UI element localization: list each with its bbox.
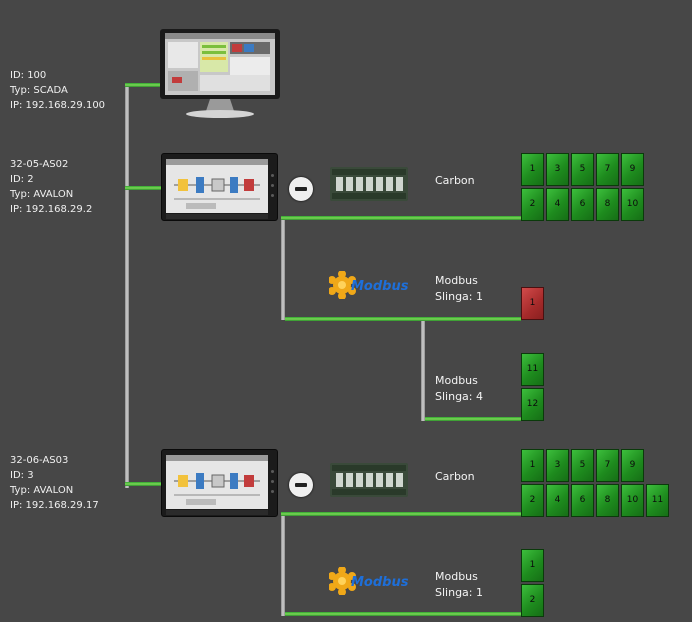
as03-modbus1-modbus-logo-icon: Modbus	[328, 566, 413, 596]
as02-modbus1-loop: Slinga: 1	[435, 290, 483, 303]
as03-modbus1-title: Modbus	[435, 570, 478, 583]
as02-modbus4-tile-12[interactable]: 12	[521, 388, 544, 421]
main-trunk-line	[125, 86, 129, 488]
as03-carbon-bus	[281, 512, 521, 516]
as03-carbon-tile-10[interactable]: 10	[621, 484, 644, 517]
as02-carbon-tile-10[interactable]: 10	[621, 188, 644, 221]
as02-modbus4-bus	[425, 417, 521, 421]
as02-carbon-io-module-icon[interactable]	[330, 165, 408, 203]
as03-branch-line	[281, 514, 285, 616]
as03-type: Typ: AVALON	[10, 485, 74, 496]
as02-carbon-tile-2[interactable]: 2	[521, 188, 544, 221]
as02-type: Typ: AVALON	[10, 189, 74, 200]
as02-carbon-tile-8[interactable]: 8	[596, 188, 619, 221]
as02-modbus4-tile-11[interactable]: 11	[521, 353, 544, 386]
as02-carbon-bus	[281, 216, 521, 220]
as02-branch-line	[281, 218, 285, 320]
as02-ip: IP: 192.168.29.2	[10, 204, 93, 215]
as02-modbus1-tile-1[interactable]: 1	[521, 287, 544, 320]
as03-modbus1-tile-1[interactable]: 1	[521, 549, 544, 582]
as02-link	[125, 186, 161, 190]
as02-modbus1-label: Modbus Slinga: 1	[435, 273, 483, 305]
as02-modbus1-title: Modbus	[435, 274, 478, 287]
as02-modbus4-title: Modbus	[435, 374, 478, 387]
as03-ip: IP: 192.168.29.17	[10, 500, 99, 511]
as03-name: 32-06-AS03	[10, 455, 69, 466]
as02-modbus1-modbus-logo-icon: Modbus	[328, 270, 413, 300]
as03-carbon-tile-8[interactable]: 8	[596, 484, 619, 517]
as02-carbon-tile-6[interactable]: 6	[571, 188, 594, 221]
as03-carbon-tile-5[interactable]: 5	[571, 449, 594, 482]
as02-hmi-panel-icon[interactable]	[161, 153, 278, 221]
as03-modbus1-bus	[285, 612, 521, 616]
as02-info: 32-05-AS02 ID: 2 Typ: AVALON IP: 192.168…	[10, 157, 92, 217]
scada-type: Typ: SCADA	[10, 85, 68, 96]
as03-disconnect-minus-circle-icon[interactable]	[289, 473, 313, 497]
as03-carbon-label: Carbon	[435, 470, 475, 483]
as02-modbus4-loop: Slinga: 4	[435, 390, 483, 403]
as02-carbon-tile-9[interactable]: 9	[621, 153, 644, 186]
as02-carbon-tile-1[interactable]: 1	[521, 153, 544, 186]
as03-info: 32-06-AS03 ID: 3 Typ: AVALON IP: 192.168…	[10, 453, 99, 513]
as03-link	[125, 482, 161, 486]
as03-modbus1-label: Modbus Slinga: 1	[435, 569, 483, 601]
scada-id: ID: 100	[10, 70, 47, 81]
as02-modbus1-logo-text: Modbus	[351, 279, 409, 294]
as02-carbon-tile-7[interactable]: 7	[596, 153, 619, 186]
as03-carbon-tile-11[interactable]: 11	[646, 484, 669, 517]
as02-id: ID: 2	[10, 174, 34, 185]
as03-carbon-tile-3[interactable]: 3	[546, 449, 569, 482]
as03-modbus1-tile-2[interactable]: 2	[521, 584, 544, 617]
as02-modbus-branch-line	[421, 320, 425, 421]
scada-info: ID: 100 Typ: SCADA IP: 192.168.29.100	[10, 68, 105, 113]
as03-modbus1-logo-text: Modbus	[351, 575, 409, 590]
as03-carbon-tile-6[interactable]: 6	[571, 484, 594, 517]
as03-carbon-tile-1[interactable]: 1	[521, 449, 544, 482]
as02-disconnect-minus-circle-icon[interactable]	[289, 177, 313, 201]
as02-carbon-label: Carbon	[435, 174, 475, 187]
as02-modbus1-bus	[285, 317, 521, 321]
as02-modbus4-label: Modbus Slinga: 4	[435, 373, 483, 405]
as03-modbus1-loop: Slinga: 1	[435, 586, 483, 599]
as03-carbon-tile-2[interactable]: 2	[521, 484, 544, 517]
as02-name: 32-05-AS02	[10, 159, 69, 170]
as03-carbon-tile-9[interactable]: 9	[621, 449, 644, 482]
scada-link	[125, 83, 161, 87]
as02-carbon-tile-3[interactable]: 3	[546, 153, 569, 186]
as03-hmi-panel-icon[interactable]	[161, 449, 278, 517]
as03-carbon-io-module-icon[interactable]	[330, 461, 408, 499]
as03-carbon-tile-7[interactable]: 7	[596, 449, 619, 482]
as03-carbon-tile-4[interactable]: 4	[546, 484, 569, 517]
as02-carbon-tile-4[interactable]: 4	[546, 188, 569, 221]
scada-ip: IP: 192.168.29.100	[10, 100, 106, 111]
as02-carbon-tile-5[interactable]: 5	[571, 153, 594, 186]
as03-id: ID: 3	[10, 470, 34, 481]
scada-monitor-icon[interactable]	[160, 29, 280, 119]
